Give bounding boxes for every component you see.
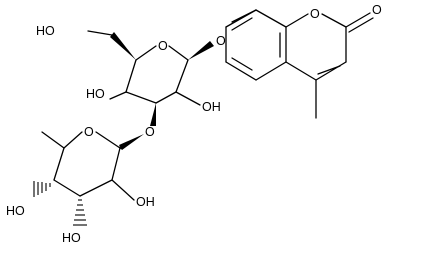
hydroxyl-label: HO (86, 87, 105, 101)
bond (111, 179, 135, 201)
bond (95, 131, 121, 149)
hydroxyl-label: HO (62, 231, 81, 245)
lactone-oxygen-label: O (310, 7, 320, 21)
wedge-bond (188, 41, 214, 60)
bond (225, 9, 257, 28)
bond (285, 13, 309, 28)
bond (53, 147, 65, 181)
bond (168, 45, 189, 61)
bond (118, 146, 123, 150)
atom-labels: O O O O O O HO HO OH OH HO HO (6, 3, 382, 245)
bond (255, 61, 287, 81)
bond (321, 13, 347, 28)
bond (285, 61, 317, 81)
glycosidic-oxygen-label: O (216, 34, 226, 48)
bond (155, 91, 177, 104)
bond (255, 9, 287, 28)
bond (109, 91, 127, 100)
bond (225, 61, 257, 81)
bond (317, 65, 341, 75)
wedge-bond (119, 134, 144, 150)
bond (41, 131, 65, 149)
bond (87, 30, 113, 36)
wedge-bond (150, 103, 156, 126)
glycosidic-link-oxygen-label: O (145, 125, 155, 139)
hydroxyl-label: OH (202, 100, 221, 114)
bond (348, 17, 374, 33)
carbonyl-oxygen-label: O (372, 3, 382, 17)
ring-oxygen-label: O (84, 125, 94, 139)
bond (231, 57, 253, 71)
coumarin-system (225, 9, 374, 119)
hydroxyl-label: HO (36, 24, 55, 38)
bond (175, 91, 201, 106)
bond (63, 131, 83, 149)
bond (53, 179, 81, 197)
galactose-ring (87, 30, 214, 126)
bond (125, 59, 137, 93)
hydroxyl-label: OH (136, 195, 155, 209)
bond (231, 17, 253, 31)
bond (111, 147, 121, 181)
ring-oxygen-label: O (158, 39, 168, 53)
bond (79, 179, 113, 197)
bond (345, 12, 371, 28)
bond (175, 59, 189, 93)
rhamnose-ring (33, 131, 144, 226)
bond (135, 45, 157, 61)
bond (315, 61, 347, 81)
wedge-bond (110, 32, 136, 60)
bond (125, 91, 157, 104)
hydroxyl-label: HO (6, 204, 25, 218)
